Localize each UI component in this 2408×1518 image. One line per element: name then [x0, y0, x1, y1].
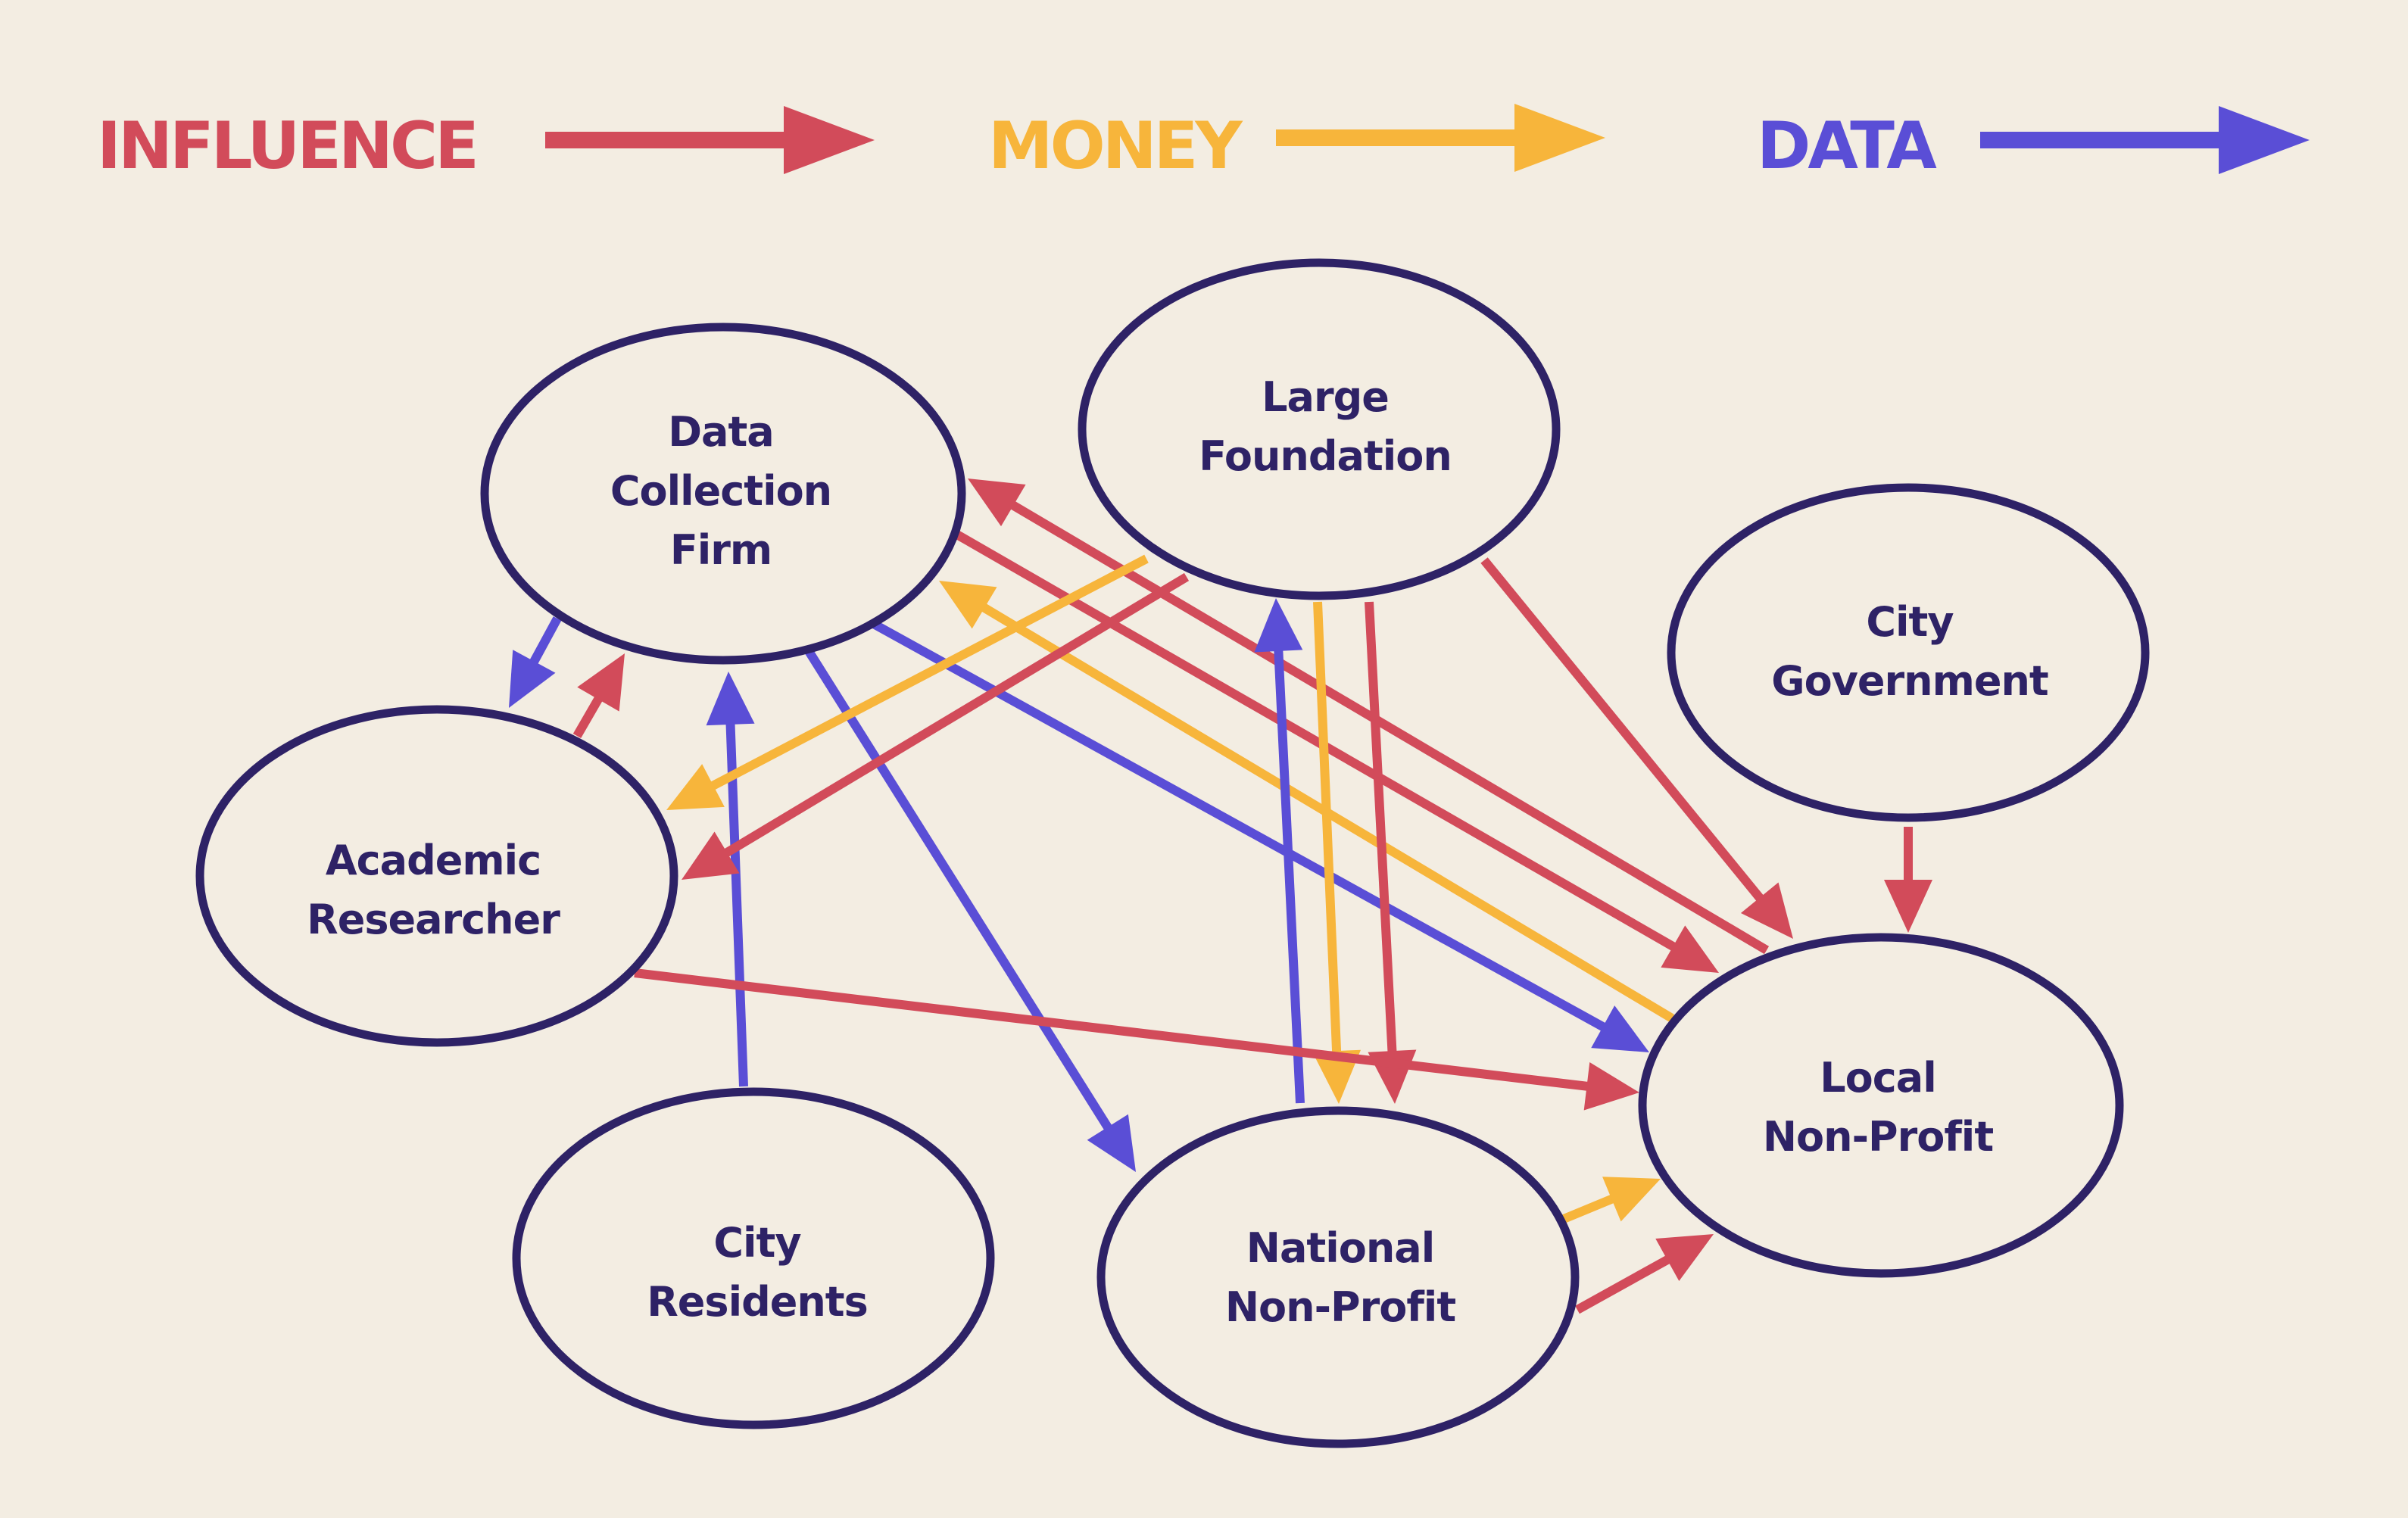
node-label: Researcher [307, 896, 560, 943]
edge-line [1274, 646, 1305, 1104]
legend-data-label: DATA [1757, 108, 1937, 184]
edge-influence-academic-researcher-to-data-collection-firm [572, 653, 625, 739]
edge-arrowhead [1583, 1061, 1639, 1111]
edge-influence-large-foundation-to-local-non-profit [1480, 557, 1793, 939]
node-large-foundation: Large Foundation [1078, 258, 1561, 600]
node-label: City [713, 1219, 801, 1267]
legend-data-arrow [1980, 106, 2310, 174]
edge-line [869, 618, 1609, 1033]
edge-arrowhead [1655, 1234, 1714, 1281]
legend-influence-arrow [545, 106, 875, 174]
edge-arrowhead [706, 672, 755, 726]
edge-arrowhead [666, 764, 725, 810]
node-ellipse [512, 1087, 995, 1429]
edge-arrowhead [939, 581, 997, 629]
edge-arrowhead [968, 478, 1026, 527]
edge-influence-data-collection-firm-to-local-non-profit [953, 529, 1719, 973]
node-ellipse [480, 323, 966, 665]
node-label: Government [1771, 657, 2048, 705]
node-local-non-profit: Local Non-Profit [1638, 933, 2124, 1278]
edge-line [953, 529, 1680, 953]
node-city-residents: City Residents [512, 1087, 995, 1429]
node-label: City [1866, 598, 1954, 646]
edge-line [720, 572, 1190, 859]
edge-line [634, 968, 1592, 1092]
edge-arrowhead [1087, 1114, 1136, 1172]
edge-money-national-non-profit-to-local-non-profit [1561, 1177, 1661, 1223]
edge-line [804, 648, 1115, 1133]
node-ellipse [1096, 1106, 1580, 1448]
edges-layer [509, 478, 1932, 1314]
edge-arrowhead [1740, 882, 1793, 939]
edge-money-local-non-profit-to-data-collection-firm [939, 581, 1675, 1023]
edge-money-large-foundation-to-national-non-profit [1312, 601, 1362, 1104]
node-national-non-profit: National Non-Profit [1096, 1106, 1580, 1448]
edge-arrowhead [1591, 1005, 1649, 1052]
node-data-collection-firm: Data Collection Firm [480, 323, 966, 665]
edge-line [725, 719, 748, 1087]
edge-influence-local-non-profit-to-data-collection-firm [968, 478, 1770, 955]
edge-line [1480, 557, 1767, 905]
node-academic-researcher: Academic Researcher [195, 705, 678, 1047]
edge-line [572, 693, 605, 739]
node-ellipse [1667, 483, 2150, 822]
edge-line [1365, 601, 1397, 1056]
node-label: Firm [670, 526, 772, 574]
edge-influence-large-foundation-to-academic-researcher [682, 572, 1190, 880]
edge-line [706, 554, 1149, 792]
node-label: Non-Profit [1225, 1283, 1455, 1331]
node-label: Local [1820, 1054, 1935, 1102]
edge-data-data-collection-firm-to-national-non-profit [804, 648, 1136, 1172]
edge-arrowhead [1312, 1049, 1362, 1104]
edge-line [1575, 1253, 1673, 1314]
node-ellipse [1638, 933, 2124, 1278]
edge-arrowhead [1661, 925, 1719, 973]
nodes-layer: Data Collection Firm Large Foundation Ci… [195, 258, 2150, 1448]
node-ellipse [195, 705, 678, 1047]
edge-arrowhead [1602, 1177, 1661, 1222]
edge-influence-academic-researcher-to-local-non-profit [634, 968, 1639, 1111]
edge-arrowhead [1254, 598, 1303, 653]
node-label: National [1246, 1224, 1434, 1272]
edge-data-city-residents-to-data-collection-firm [706, 672, 755, 1087]
edge-arrowhead [509, 650, 556, 708]
edge-arrowhead [577, 653, 625, 712]
edge-data-national-non-profit-to-large-foundation [1254, 598, 1305, 1104]
node-label: Collection [610, 467, 831, 515]
legend-money-label: MONEY [988, 108, 1243, 184]
edge-line [1007, 499, 1770, 955]
edge-arrowhead [1884, 880, 1932, 933]
edge-money-large-foundation-to-academic-researcher [666, 554, 1149, 810]
node-ellipse [1078, 258, 1561, 600]
node-label: Data [668, 408, 774, 456]
edge-data-data-collection-firm-to-local-non-profit [869, 618, 1649, 1052]
legend-money-arrow [1276, 104, 1605, 172]
node-label: Foundation [1199, 432, 1452, 480]
edge-influence-national-non-profit-to-local-non-profit [1575, 1234, 1714, 1314]
node-label: Academic [326, 837, 541, 884]
edge-arrowhead [682, 831, 740, 880]
edge-line [1313, 601, 1342, 1056]
node-label: Large [1262, 373, 1389, 421]
edge-influence-city-government-to-local-non-profit [1884, 827, 1932, 933]
node-label: Residents [647, 1278, 868, 1326]
legend: INFLUENCE MONEY DATA [97, 104, 2310, 184]
node-label: Non-Profit [1763, 1113, 1993, 1161]
edge-data-data-collection-firm-to-academic-researcher [509, 616, 562, 708]
edge-line [1561, 1192, 1618, 1223]
edge-line [528, 616, 562, 668]
legend-influence-label: INFLUENCE [97, 108, 476, 184]
node-city-government: City Government [1667, 483, 2150, 822]
